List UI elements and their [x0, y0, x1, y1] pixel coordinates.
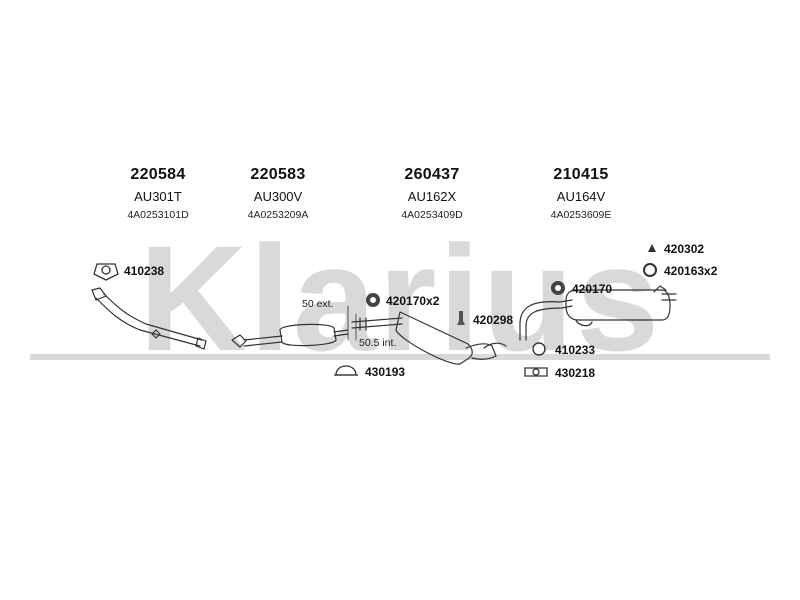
klarius-watermark-logo: Klarius — [30, 228, 770, 360]
fitting-label-430193: 430193 — [365, 365, 406, 379]
part-number: 220583 — [250, 166, 306, 183]
part-number: 210415 — [553, 166, 609, 183]
part-column-4: 210415 AU164V 4A0253609E — [506, 166, 656, 221]
fitting-label-420302: 420302 — [664, 242, 705, 256]
fitting-label-430218: 430218 — [555, 366, 596, 380]
fitting-label-410233: 410233 — [555, 343, 596, 357]
ring-icon-420163x2 — [643, 263, 657, 277]
fitting-label-420170x2: 420170x2 — [386, 294, 440, 308]
part-code: AU301T — [134, 189, 182, 204]
bell-icon-420302 — [648, 244, 656, 252]
part-code: AU164V — [556, 189, 606, 204]
fitting-label-420170: 420170 — [572, 282, 613, 296]
bolt-icon-420298 — [457, 311, 465, 325]
middle-box-260437 — [351, 311, 507, 365]
ring-icon-410233 — [532, 342, 546, 356]
part-code: AU300V — [253, 189, 303, 204]
part-column-3: 260437 AU162X 4A0253409D — [357, 166, 507, 221]
part-number: 220584 — [130, 166, 186, 183]
mount-icon-420170x2 — [366, 293, 380, 307]
part-number: 260437 — [404, 166, 460, 183]
clamp-icon-410238 — [93, 263, 119, 281]
fitting-label-410238: 410238 — [124, 264, 165, 278]
part-column-1: 220584 AU301T 4A0253101D — [83, 166, 233, 221]
front-pipe-220584 — [91, 287, 207, 350]
part-column-2: 220583 AU300V 4A0253209A — [203, 166, 353, 221]
note-ext: 50 ext. — [302, 298, 334, 310]
part-code: AU162X — [407, 189, 457, 204]
clamp-icon-430218 — [524, 367, 548, 377]
clamp-icon-430193 — [334, 365, 358, 376]
fitting-label-420163x2: 420163x2 — [664, 264, 718, 278]
note-int: 50.5 int. — [359, 337, 397, 349]
mount-icon-420170 — [551, 281, 565, 295]
oem-number: 4A0253209A — [247, 209, 309, 221]
oem-number: 4A0253409D — [401, 209, 463, 221]
watermark-text: Klarius — [139, 228, 662, 360]
center-pipe-220583 — [231, 323, 349, 348]
rear-box-210415 — [519, 285, 677, 341]
oem-number: 4A0253609E — [550, 209, 612, 221]
fitting-label-420298: 420298 — [473, 313, 514, 327]
oem-number: 4A0253101D — [127, 209, 189, 221]
